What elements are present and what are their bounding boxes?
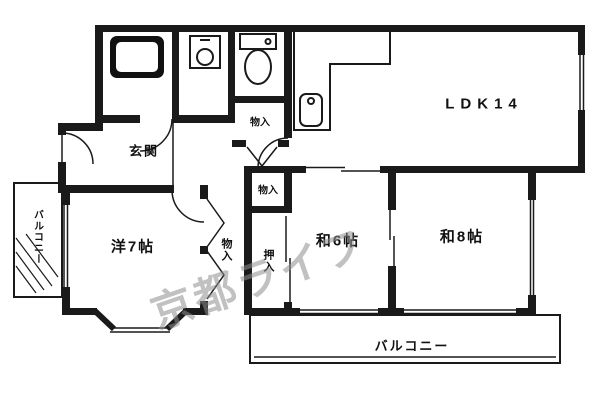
sliding-door-room6-room8 (389, 210, 395, 266)
wall-segment (95, 25, 585, 32)
closet-bifold-door (246, 146, 278, 168)
wall-segment (278, 140, 289, 147)
wall-segment (228, 25, 235, 116)
kitchen-counter (293, 32, 391, 131)
wall-segment (62, 308, 97, 315)
window-room8-balcony (404, 307, 516, 316)
sliding-door-ldk-room6 (306, 166, 380, 172)
room-label-japanese8: 和8帖 (439, 228, 485, 246)
western-room-door-arc (171, 189, 205, 223)
doors (61, 118, 395, 304)
bathtub-icon (110, 36, 164, 78)
room-label-japanese6: 和6帖 (315, 232, 361, 250)
wall-segment (58, 162, 66, 190)
toilet-icon (239, 33, 277, 85)
ldk-door-arc (257, 137, 289, 169)
room-label-western: 洋7帖 (110, 238, 156, 256)
closet-west-bifold-door (206, 198, 225, 300)
balcony-hatch (15, 233, 59, 294)
closet-label-oshiire: 押入 (262, 249, 274, 273)
entrance-door-arc (61, 132, 94, 165)
closet-label-west: 物入 (220, 238, 232, 262)
window-ldk-right (577, 55, 586, 110)
wall-segment (200, 185, 208, 199)
wall-segment (244, 166, 306, 173)
balcony-label-bottom: バルコニー (374, 338, 450, 354)
wall-segment (172, 25, 179, 116)
wall-segment (58, 123, 66, 135)
balcony-left (13, 182, 63, 298)
balcony-label-left: バルコニー (31, 209, 43, 265)
bay-window (92, 308, 189, 333)
closet-label-inner: 物入 (258, 185, 278, 197)
kitchen-faucet-icon (307, 97, 315, 105)
wall-segment (58, 185, 174, 193)
wall-segment (284, 25, 292, 138)
washroom-door-arc (139, 118, 173, 152)
wall-segment (172, 115, 235, 123)
sliding-door-oshiire (285, 216, 291, 304)
wall-segment (380, 166, 585, 173)
windows (61, 55, 586, 316)
window-room6-balcony (300, 307, 378, 316)
room-label-ldk: LDK14 (445, 95, 523, 113)
wall-segment (388, 266, 396, 315)
wall-segment (183, 308, 208, 315)
window-western-left (61, 205, 71, 287)
wall-segment (244, 206, 292, 213)
wall-segment (200, 246, 208, 254)
wall-segment (95, 115, 140, 123)
window-room8-right (527, 200, 537, 295)
wall-segment (232, 96, 289, 103)
wall-segment (95, 25, 103, 123)
room-label-genkan: 玄関 (128, 143, 160, 159)
wall-segment (232, 140, 246, 147)
balcony-bottom (249, 314, 561, 364)
kitchen-sink-icon (299, 93, 323, 127)
washbasin-icon (189, 35, 221, 69)
wall-segment (58, 123, 103, 131)
closet-label-hall-top: 物入 (250, 117, 270, 129)
wall-segment (284, 166, 292, 210)
wall-segment (244, 308, 536, 315)
wall-segment (244, 166, 252, 315)
wall-segment (388, 166, 396, 210)
